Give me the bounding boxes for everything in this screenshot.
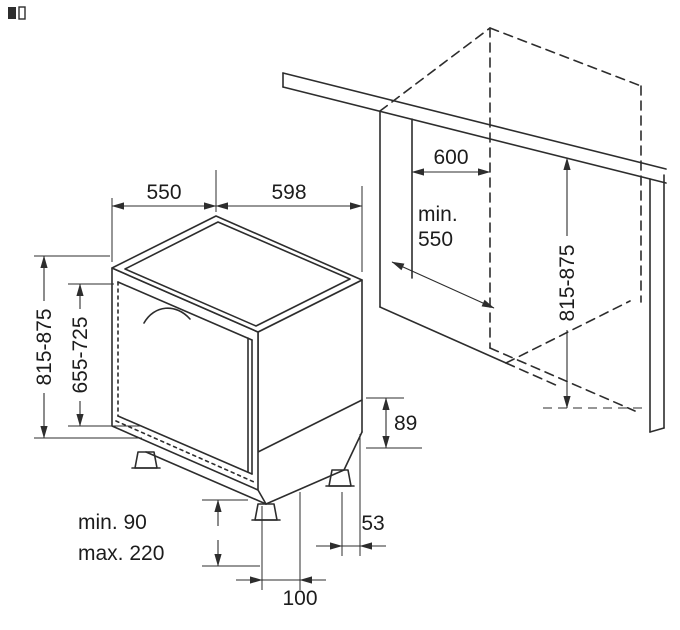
dim-label-niche-height-right: 815-875	[556, 244, 579, 321]
niche-floor-front-edge-hidden	[505, 362, 559, 387]
dim-label-plinth-min: min. 90	[78, 511, 147, 534]
dim-label-niche-min-width-line2: 550	[418, 228, 453, 251]
foot-rear	[325, 469, 355, 487]
plinth-cover-dashed	[115, 420, 255, 483]
dishwasher-base	[145, 399, 363, 505]
niche-top-left-depth-edge	[379, 27, 491, 112]
dimension-annotations: 550 598 600 min. 550 815-875 655-725 815…	[33, 146, 642, 610]
niche-floor-back-edge	[489, 347, 636, 412]
dishwasher-top-inner	[124, 221, 351, 327]
door-handle	[143, 307, 191, 324]
dim-label-base-height: 89	[394, 412, 417, 435]
dishwasher-top-outer	[111, 215, 363, 333]
niche-top-back-edge	[489, 27, 642, 87]
corner-mark-icon	[8, 6, 26, 20]
niche-floor-front-edge	[379, 306, 507, 364]
dim-label-niche-min-width-line1: min.	[418, 203, 458, 226]
dim-label-front-panel-height: 655-725	[69, 316, 92, 393]
dim-label-top-width: 598	[271, 181, 306, 204]
foot-front-left	[131, 451, 161, 469]
base-bottom-right-edge	[265, 469, 345, 505]
dim-line-min-550	[391, 261, 495, 309]
dishwasher-feet	[131, 451, 355, 521]
niche-floor-right-depth-edge	[505, 300, 631, 364]
countertop-bottom-edge	[282, 86, 667, 184]
door-bottom-edge	[117, 415, 253, 475]
dim-label-front-foot-inset: 100	[282, 587, 317, 610]
right-cabinet-bottom-edge	[649, 427, 665, 433]
foot-front-right	[251, 503, 281, 521]
dishwasher	[111, 215, 363, 521]
countertop	[282, 72, 667, 184]
dim-label-top-depth: 550	[146, 181, 181, 204]
countertop-front-edge	[282, 72, 667, 170]
dishwasher-door	[115, 281, 255, 483]
niche-outline-dashed	[379, 27, 642, 412]
base-front-corner	[257, 489, 267, 505]
base-back-corner	[343, 431, 363, 471]
dim-label-niche-height-left: 815-875	[33, 308, 56, 385]
niche-walls	[379, 110, 665, 433]
base-bottom-front-edge	[145, 451, 267, 505]
dim-label-rear-foot-inset: 53	[361, 512, 384, 535]
dim-label-plinth-max: max. 220	[78, 542, 164, 565]
door-top-edge	[117, 281, 253, 341]
dim-label-niche-depth: 600	[433, 146, 468, 169]
